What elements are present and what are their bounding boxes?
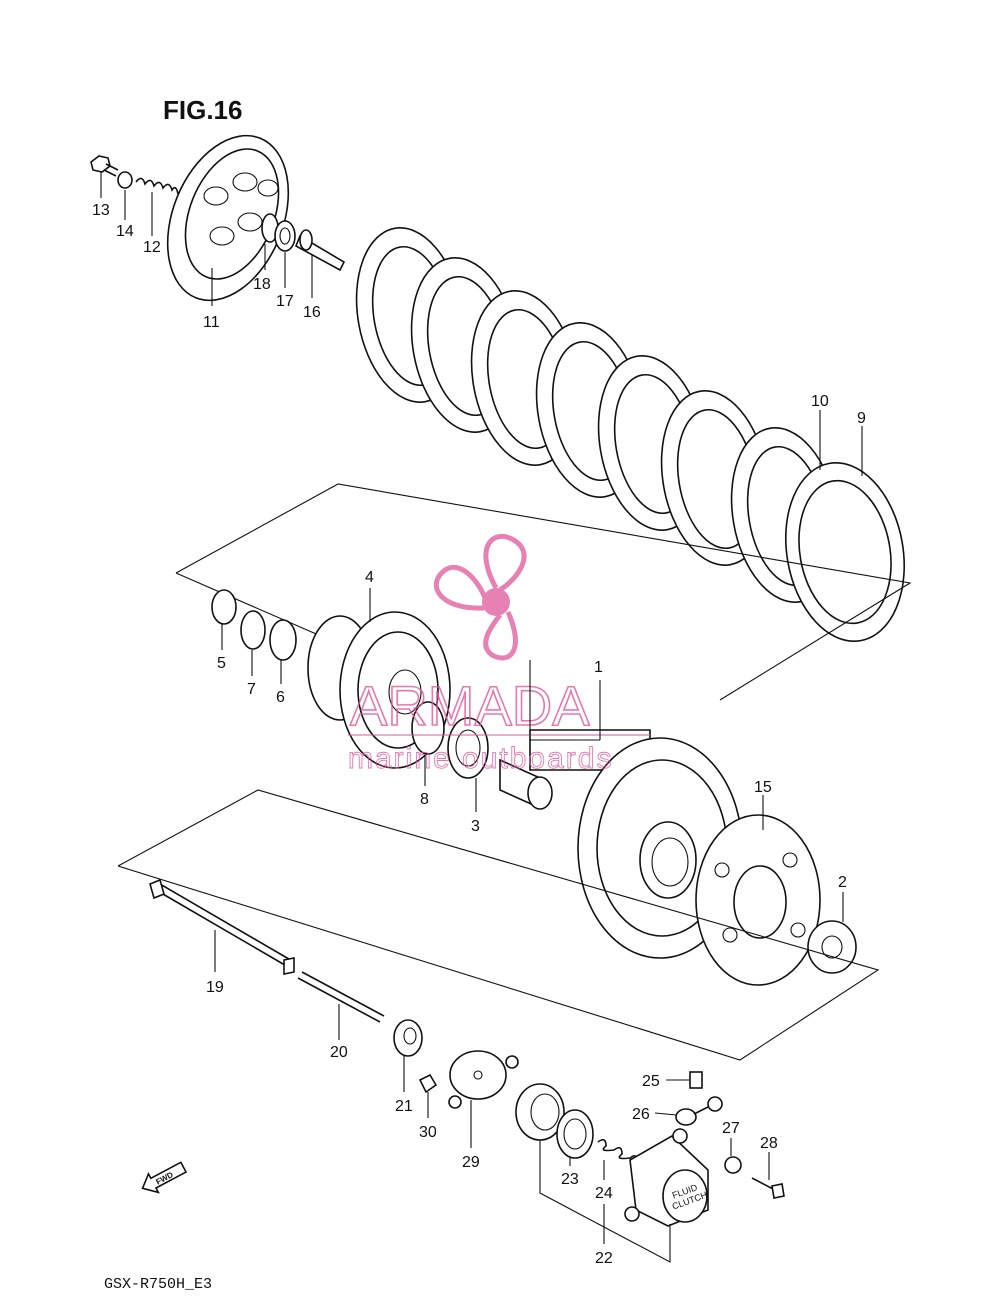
hub-group — [211, 589, 553, 810]
washer-14-icon — [117, 171, 133, 189]
nut-5-icon — [211, 589, 237, 625]
part-label-6: 6 — [276, 689, 285, 706]
part-label-7: 7 — [247, 681, 256, 698]
part-label-16: 16 — [303, 304, 321, 321]
push-rod-20-icon — [297, 971, 385, 1023]
watermark-tagline: marine outboards — [348, 742, 613, 775]
bearing-17-icon — [274, 220, 296, 252]
part-label-28: 28 — [760, 1135, 778, 1152]
spacer-sleeve-icon — [499, 758, 553, 810]
watermark-logo — [433, 533, 527, 661]
part-label-12: 12 — [143, 239, 161, 256]
ring-23b-icon — [556, 1109, 594, 1159]
banjo-26-icon — [675, 1096, 723, 1126]
part-label-23: 23 — [561, 1171, 579, 1188]
model-code: GSX-R750H_E3 — [104, 1276, 212, 1293]
assembly-frame-upper — [175, 483, 912, 701]
part-label-25: 25 — [642, 1073, 660, 1090]
part-label-14: 14 — [116, 223, 134, 240]
part-label-29: 29 — [462, 1154, 480, 1171]
spring-24-icon — [597, 1138, 637, 1163]
part-label-11: 11 — [203, 314, 220, 331]
spring-12-icon — [135, 177, 179, 195]
part-labels: 13 14 12 11 18 17 16 10 9 4 5 7 6 8 3 1 … — [92, 172, 866, 1267]
cover-29-icon — [448, 1050, 519, 1109]
part-label-27: 27 — [722, 1120, 740, 1137]
part-label-13: 13 — [92, 202, 110, 219]
bolt-30-icon — [418, 1073, 438, 1094]
part-label-30: 30 — [419, 1124, 437, 1141]
push-rod-19-icon — [149, 878, 295, 975]
bolt-28-icon — [751, 1177, 785, 1199]
part-label-1: 1 — [594, 659, 603, 676]
part-label-8: 8 — [420, 791, 429, 808]
figure-title: FIG.16 — [163, 95, 242, 125]
seal-23-icon — [515, 1083, 565, 1141]
part-label-4: 4 — [365, 569, 374, 586]
part-label-20: 20 — [330, 1044, 348, 1061]
part-label-17: 17 — [276, 293, 294, 310]
part-label-3: 3 — [471, 818, 480, 835]
part-label-22: 22 — [595, 1250, 613, 1267]
part-label-5: 5 — [217, 655, 226, 672]
bleeder-25-icon — [689, 1071, 703, 1089]
fwd-arrow-icon: FWD — [141, 1161, 188, 1194]
part-label-18: 18 — [253, 276, 271, 293]
bolt-13-icon — [90, 155, 119, 177]
starter-clutch-15-icon — [695, 814, 821, 986]
part-label-24: 24 — [595, 1185, 613, 1202]
pressure-plate-group — [90, 134, 346, 302]
part-label-9: 9 — [857, 410, 866, 427]
part-label-21: 21 — [395, 1098, 413, 1115]
part-label-2: 2 — [838, 874, 847, 891]
bracket-22 — [539, 1140, 671, 1263]
slave-cylinder-body-icon: FLUID CLUTCH — [624, 1128, 709, 1227]
dowel-27-icon — [724, 1156, 742, 1174]
part-label-19: 19 — [206, 979, 224, 996]
lock-washer-6-icon — [269, 619, 297, 661]
pressure-plate-11-icon — [166, 134, 290, 302]
needle-bearing-3-icon — [447, 717, 489, 779]
watermark-brand: ARMADA — [350, 674, 590, 737]
piston-21-icon — [393, 1019, 423, 1057]
washer-7-icon — [240, 610, 266, 650]
part-label-15: 15 — [754, 779, 772, 796]
clutch-plate-stack — [355, 227, 906, 643]
washer-2-icon — [807, 920, 857, 974]
part-label-26: 26 — [632, 1106, 650, 1123]
part-label-10: 10 — [811, 393, 829, 410]
push-rod-16-icon — [294, 229, 346, 272]
thrust-washer-8-icon — [411, 701, 445, 755]
assembly-frame-lower — [117, 789, 880, 1061]
